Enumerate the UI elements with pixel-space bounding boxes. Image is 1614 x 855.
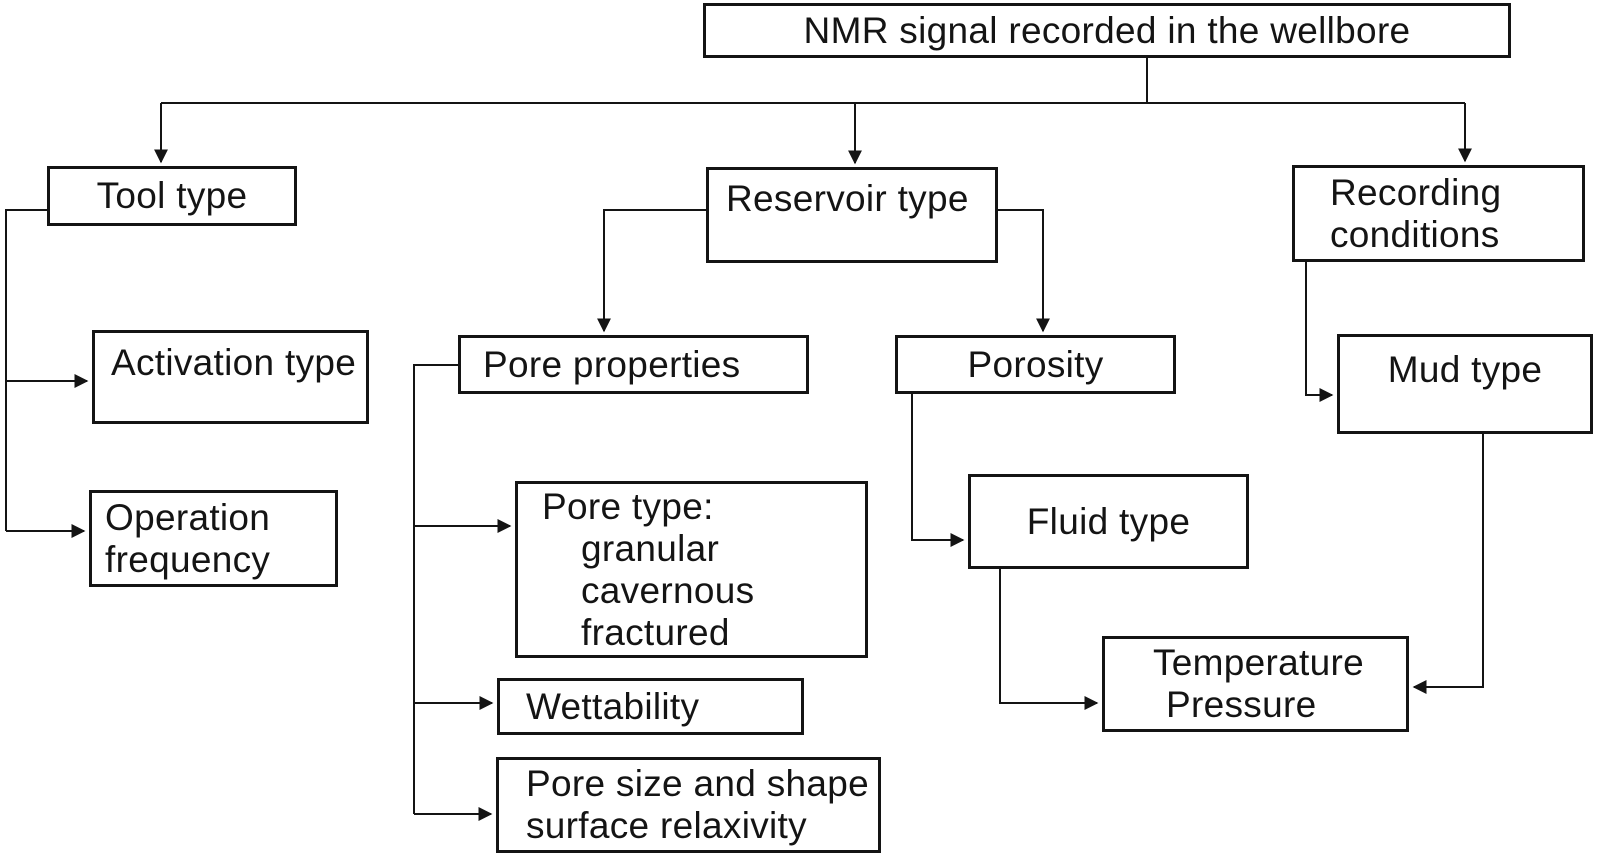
node-label-line: Temperature (1153, 642, 1365, 683)
node-porosity: Porosity (895, 335, 1176, 394)
node-label: Wettability (526, 685, 700, 727)
node-recording-conditions: Recording conditions (1292, 165, 1585, 262)
node-tool-type: Tool type (47, 166, 297, 226)
edge-pore-properties-trunk (413, 364, 458, 814)
node-pore-type: Pore type: granular cavernous fractured (515, 481, 868, 658)
node-reservoir-type: Reservoir type (706, 167, 998, 263)
edge-tool-trunk (5, 209, 47, 531)
node-temperature-pressure: Temperature Pressure (1102, 636, 1409, 732)
node-label: Reservoir type (726, 178, 969, 219)
node-label-line: fractured (581, 611, 730, 653)
node-label-line: Pressure (1166, 684, 1317, 725)
node-label: Porosity (967, 343, 1104, 385)
node-label: Mud type (1387, 349, 1543, 390)
node-label-line: conditions (1330, 213, 1500, 255)
node-pore-properties: Pore properties (458, 335, 809, 394)
node-label-line: Pore type: (542, 485, 714, 527)
node-mud-type: Mud type (1337, 334, 1593, 434)
node-label-line: Recording (1330, 171, 1502, 213)
edge-to-temperature-pressure (999, 569, 1099, 710)
edge-to-mud-type (1305, 262, 1334, 402)
node-label: Activation type (111, 342, 357, 383)
node-pore-size-shape: Pore size and shape surface relaxivity (496, 757, 881, 853)
edge-to-fluid-type (911, 394, 965, 547)
node-label: Fluid type (1026, 500, 1191, 542)
node-nmr-signal: NMR signal recorded in the wellbore (703, 3, 1511, 58)
edge-to-porosity (997, 209, 1050, 333)
node-activation-type: Activation type (92, 330, 369, 424)
node-label-line: frequency (105, 538, 271, 580)
node-wettability: Wettability (497, 678, 804, 735)
node-label-line: surface relaxivity (526, 805, 807, 846)
node-label: Tool type (96, 175, 248, 216)
node-label-line: cavernous (581, 569, 755, 611)
node-label-line: granular (581, 527, 720, 569)
node-label-line: Operation (105, 496, 271, 538)
node-label: NMR signal recorded in the wellbore (803, 9, 1411, 51)
node-operation-frequency: Operation frequency (89, 490, 338, 587)
edge-to-pore-properties (597, 209, 706, 333)
node-label-line: Pore size and shape (526, 763, 870, 804)
node-label: Pore properties (483, 343, 741, 385)
node-fluid-type: Fluid type (968, 474, 1249, 569)
edge-mud-to-temperature (1412, 434, 1484, 694)
